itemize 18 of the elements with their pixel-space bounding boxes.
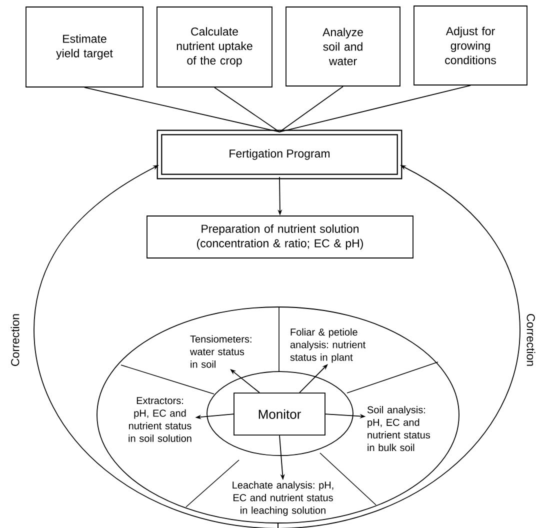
segment-text: Leachate analysis: pH, EC and nutrient status in leaching solution [232, 481, 334, 516]
process-box: Analyze soil and water [286, 6, 400, 86]
process-box: Calculate nutrient uptake of the crop [156, 6, 272, 88]
monitor-ellipse [206, 371, 354, 456]
edge-label: Correction [10, 314, 20, 366]
monitoring-ellipse [96, 306, 460, 524]
segment-text: Soil analysis: pH, EC and nutrient status in bulk soil [367, 406, 430, 452]
arrow [299, 364, 328, 394]
monitor-box: Monitor [234, 392, 326, 436]
edge-label: Correction [526, 314, 536, 366]
segment-text: Foliar & petiole analysis: nutrient status in plant [290, 328, 366, 363]
process-box: Adjust for growing conditions [414, 6, 528, 86]
arrow [278, 165, 520, 528]
segment-text: Tensiometers: water status in soil [190, 335, 252, 368]
program-box: Fertigation Program [156, 130, 402, 180]
process-box: Estimate yield target [26, 6, 144, 88]
process-box: Preparation of nutrient solution (concentration & ratio; EC & pH) [146, 216, 414, 258]
segment-text: Extractors: pH, EC and nutrient status in soil solution [128, 397, 192, 442]
